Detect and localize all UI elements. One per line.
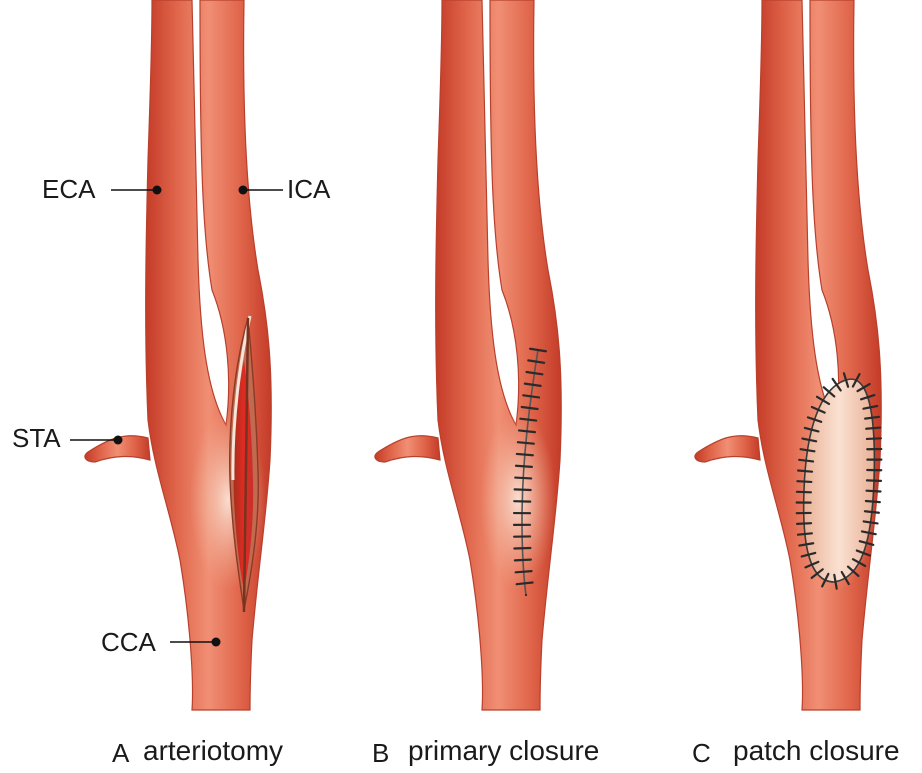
suture-stitch xyxy=(866,501,880,502)
marker-ica xyxy=(239,186,248,195)
suture-stitch xyxy=(515,560,531,561)
suture-stitch xyxy=(866,428,880,429)
suture-stitch xyxy=(515,478,531,479)
label-eca: ECA xyxy=(42,174,96,204)
suture-stitch xyxy=(517,454,533,455)
caption-b-text: primary closure xyxy=(408,735,599,766)
suture-stitch xyxy=(798,533,812,534)
suture-stitch xyxy=(797,523,811,524)
panel-c-vessels xyxy=(695,0,881,710)
suture-stitch xyxy=(867,491,881,492)
caption-a-text: arteriotomy xyxy=(143,735,283,766)
panel-a-vessels xyxy=(85,0,271,710)
suture-stitch xyxy=(516,466,532,467)
suture-stitch xyxy=(865,511,879,513)
caption-c-text: patch closure xyxy=(733,735,900,766)
panel-b: B primary closure xyxy=(372,0,599,768)
suture-stitch xyxy=(514,548,530,549)
caption-c-letter: C xyxy=(692,738,711,768)
caption-b-letter: B xyxy=(372,738,389,768)
label-sta: STA xyxy=(12,423,61,453)
marker-eca xyxy=(153,186,162,195)
suture-stitch xyxy=(515,489,531,490)
panel-b-vessels xyxy=(375,0,561,710)
panel-a: ECA ICA STA CCA A arteriotomy xyxy=(12,0,331,768)
marker-sta xyxy=(114,436,123,445)
suture-stitch xyxy=(516,571,532,572)
marker-cca xyxy=(212,638,221,647)
suture-stitch xyxy=(867,438,881,439)
suture-stitch xyxy=(797,481,811,482)
suture-stitch xyxy=(798,471,812,472)
caption-a-letter: A xyxy=(112,738,130,768)
suture-stitch xyxy=(797,492,811,493)
suture-stitch xyxy=(518,442,534,443)
label-cca: CCA xyxy=(101,627,157,657)
panel-c: C patch closure xyxy=(692,0,900,768)
label-ica: ICA xyxy=(287,174,331,204)
